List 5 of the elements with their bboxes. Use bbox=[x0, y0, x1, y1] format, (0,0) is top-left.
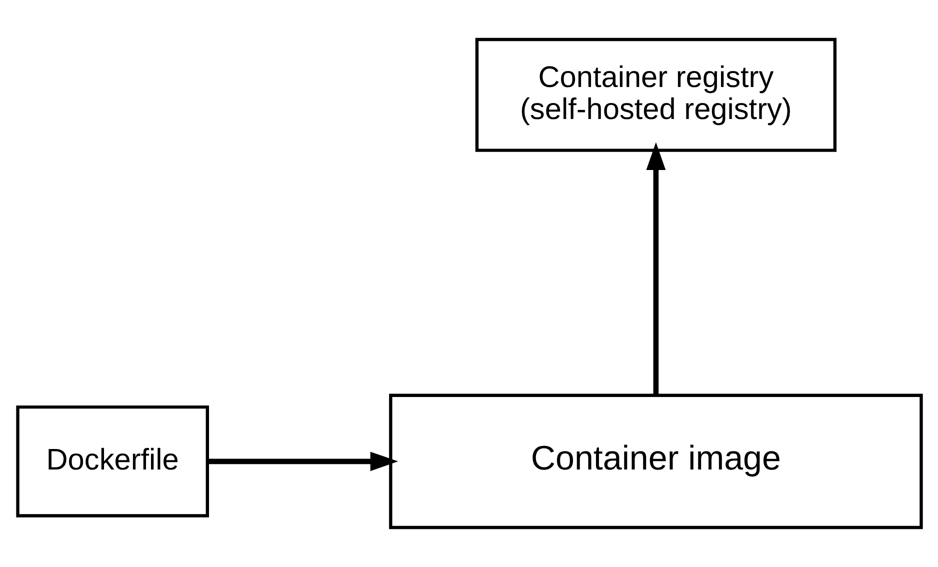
node-box: Container registry (self-hosted registry) bbox=[474, 38, 836, 152]
node-box: Container image bbox=[388, 394, 922, 530]
node-box: Dockerfile bbox=[16, 405, 208, 518]
arrow bbox=[646, 142, 666, 396]
arrow bbox=[208, 452, 398, 472]
